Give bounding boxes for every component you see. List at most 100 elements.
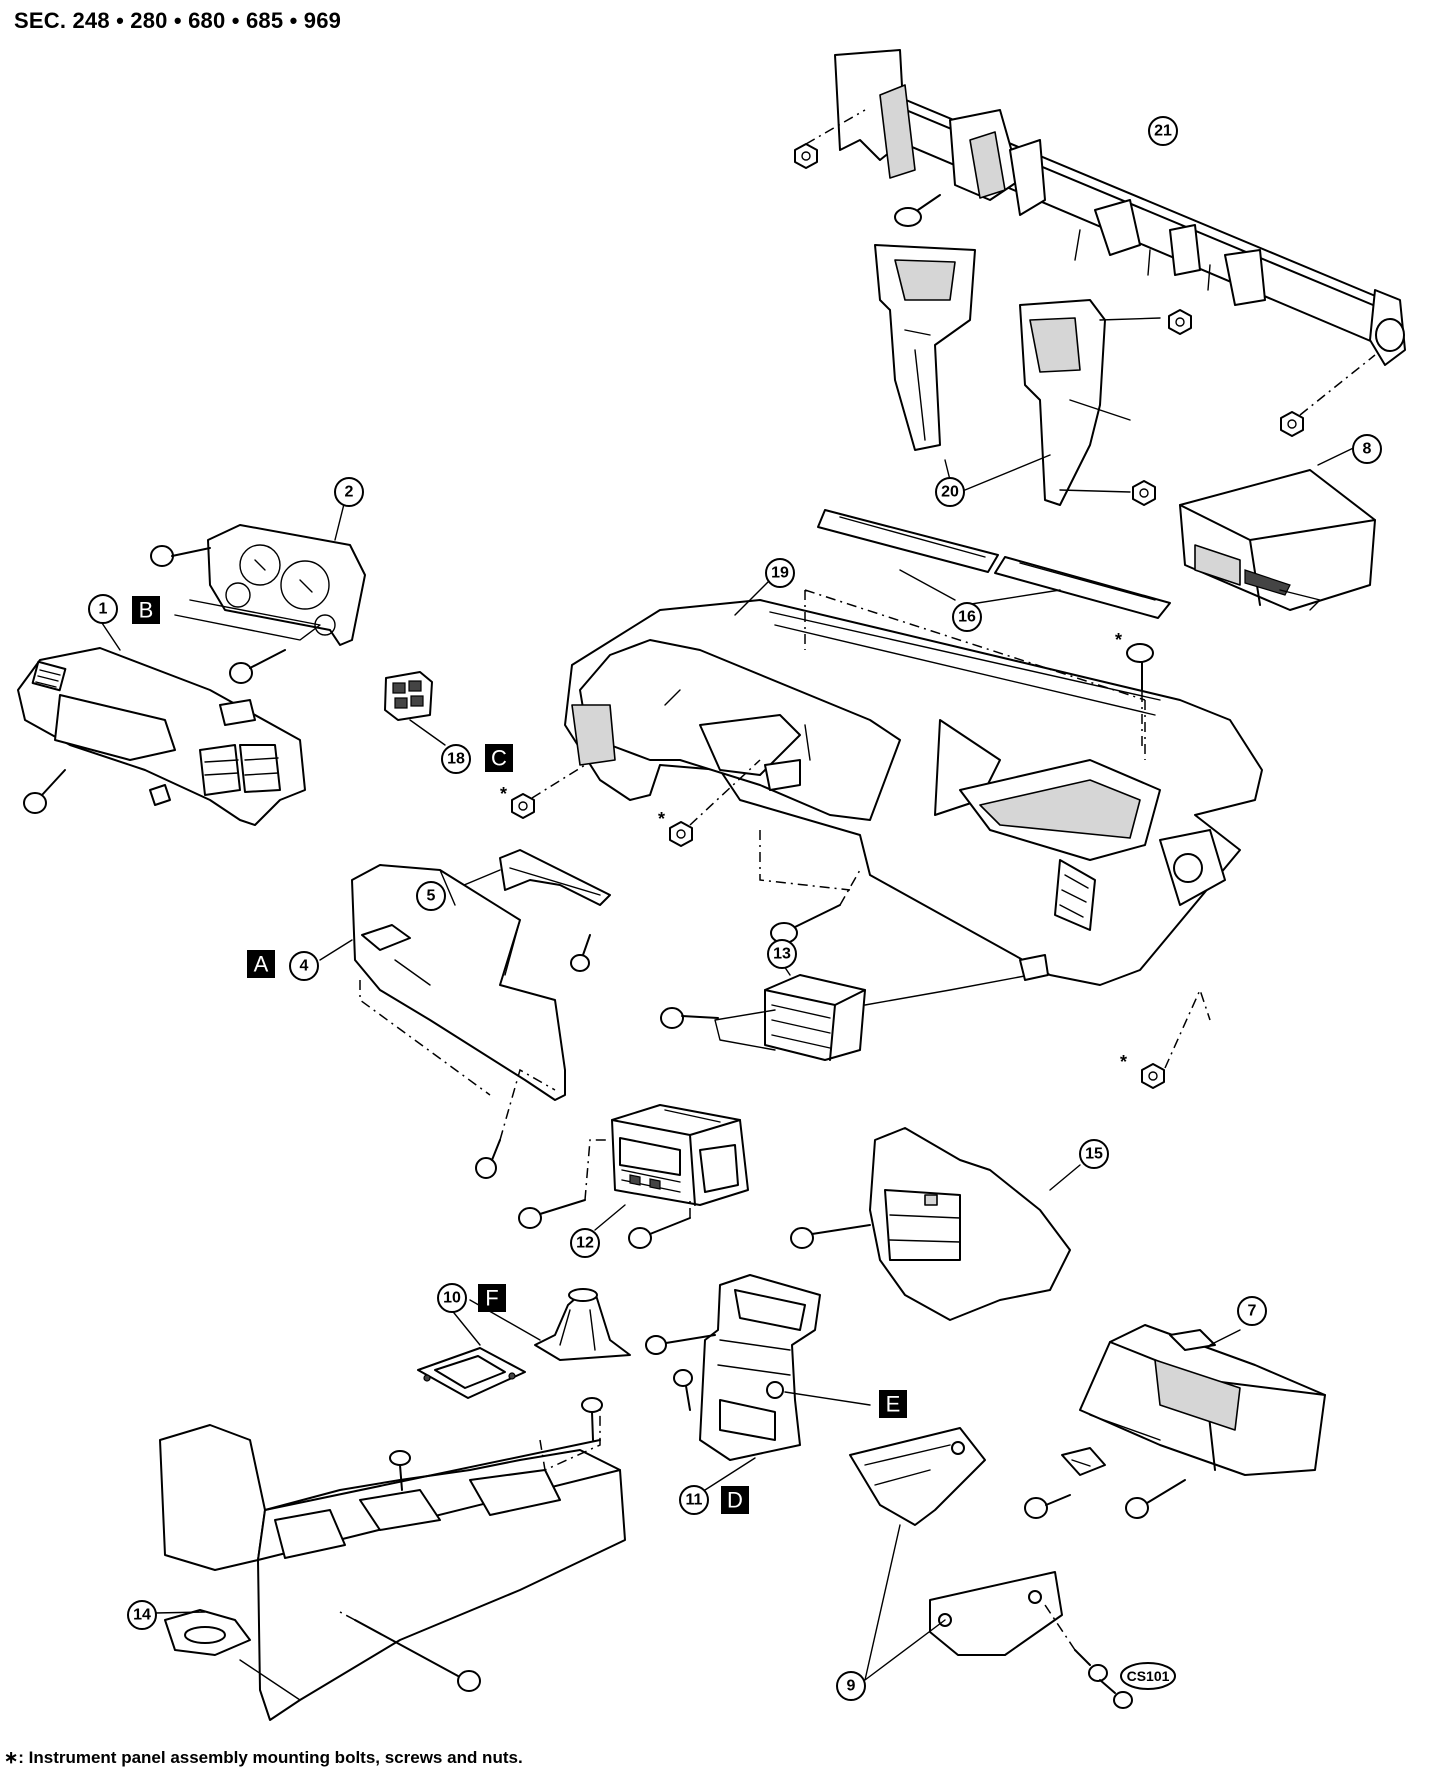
callout-leader-14 [154,1611,206,1614]
bolt [770,904,841,944]
shift-finisher-part [417,1347,526,1399]
leader-line [759,830,851,891]
glove-box-part [1079,1324,1326,1476]
leader-line [1044,1604,1076,1651]
lower-finisher-part [929,1571,1063,1656]
leader-line [1059,489,1131,493]
console-box-part [159,1405,626,1721]
callout-2: 2 [334,477,364,507]
svg-text:16: 16 [958,609,976,626]
svg-text:10: 10 [443,1290,461,1307]
hex-nut [1141,1063,1165,1089]
hex-nut [794,143,818,169]
bolt [894,194,941,227]
callout-21: 21 [1148,116,1178,146]
callout-leader-16 [899,569,1061,606]
callout-7: 7 [1237,1296,1267,1326]
bolt [790,1224,871,1249]
svg-text:C: C [491,746,507,771]
callout-leader-11 [704,1457,756,1491]
callout-leader-E [784,1391,871,1406]
clip [389,1450,411,1491]
mounting-marker: * [1120,1052,1127,1072]
audio-unit-part [611,1104,749,1206]
bolt [23,769,66,814]
callout-12: 12 [570,1228,600,1258]
bolt [628,1217,691,1249]
bolt [150,545,211,567]
callout-15: 15 [1079,1139,1109,1169]
leader-line [359,980,491,1096]
section-label-b: B [132,596,160,624]
svg-text:D: D [727,1488,743,1513]
section-label-c: C [485,744,513,772]
bolt [1125,1479,1186,1519]
callout-8: 8 [1352,434,1382,464]
defroster-grille-right-part [994,556,1171,619]
mounting-marker: * [1115,630,1122,650]
bolt [645,1334,716,1355]
leader-line [804,589,1146,760]
section-label-a: A [247,950,275,978]
callout-leader-1 [99,619,121,651]
section-label-f: F [478,1284,506,1312]
leader-line [339,1611,356,1621]
callout-16: 16 [952,602,982,632]
svg-text:20: 20 [941,484,959,501]
leader-line [584,1139,691,1218]
callout-leader-19 [734,579,771,616]
hex-nut [511,793,535,819]
side-bracket-left-part [874,244,976,451]
callout-19: 19 [765,558,795,588]
leader-line [1164,987,1211,1069]
defroster-grille-left-part [817,509,999,573]
bolt [229,649,286,684]
svg-text:15: 15 [1085,1146,1103,1163]
screw [1074,1649,1108,1682]
callout-18: 18 [441,744,471,774]
callout-leader-9 [864,1524,946,1681]
svg-text:5: 5 [427,888,436,905]
callout-13: 13 [767,939,797,969]
instrument-panel-exploded-diagram: * * * * [17,49,1406,1721]
callout-1: 1 [88,594,118,624]
svg-text:4: 4 [300,958,309,975]
bolt [660,1007,719,1029]
svg-text:2: 2 [345,484,354,501]
reference-tag: CS101 [1120,1662,1176,1690]
hex-nut [1280,411,1304,437]
svg-text:F: F [485,1286,498,1311]
callout-5: 5 [416,881,446,911]
callout-leader-7 [1209,1329,1241,1346]
svg-text:B: B [139,598,154,623]
console-side-finisher-part [869,1127,1071,1321]
leader-line [839,869,861,906]
callout-leader-2 [334,499,346,541]
callout-11: 11 [679,1485,709,1515]
svg-text:E: E [886,1392,901,1417]
svg-text:19: 19 [771,565,789,582]
leader-line [531,764,586,799]
mounting-marker: * [658,809,665,829]
svg-text:14: 14 [133,1607,151,1624]
callout-leader-20 [944,454,1051,491]
hex-nut [1168,309,1192,335]
latch-striker-part [1061,1447,1106,1476]
hex-nut [669,821,693,847]
section-code-header: SEC. 248 • 280 • 680 • 685 • 969 [14,8,342,33]
svg-text:8: 8 [1363,441,1372,458]
lower-cover-part [849,1427,986,1526]
svg-text:18: 18 [447,751,465,768]
svg-text:7: 7 [1248,1303,1257,1320]
svg-text:CS101: CS101 [1127,1668,1170,1684]
instrument-panel-assembly-part [564,599,1263,986]
callout-leader-18 [409,719,446,746]
cluster-lid-part [17,647,306,826]
side-bracket-right-part [1019,299,1161,506]
leader-line [689,759,761,826]
callout-4: 4 [289,951,319,981]
callout-leader-12 [594,1204,626,1231]
callout-20: 20 [935,477,965,507]
svg-text:9: 9 [847,1678,856,1695]
instrument-lower-panel-part [351,864,566,1101]
